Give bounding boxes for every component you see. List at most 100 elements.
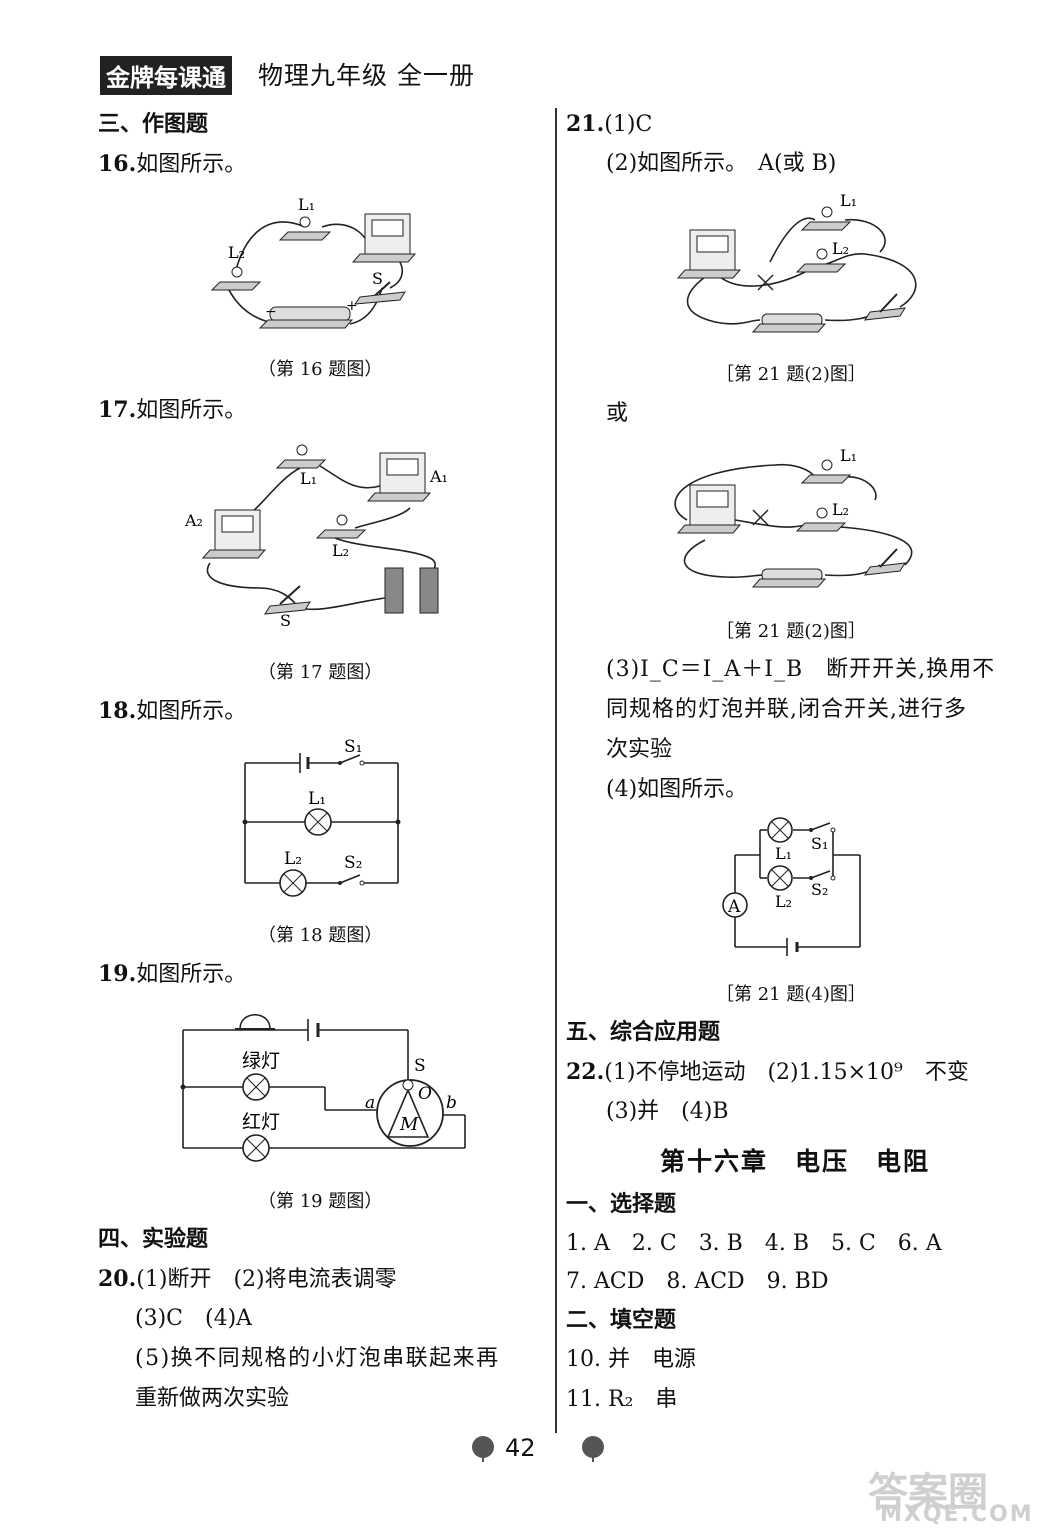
label-l1: L₁ [308,789,326,809]
l2-bulb-icon [816,507,828,519]
chapter-title: 第十六章 电压 电阻 [660,1147,931,1176]
cell-1-icon [384,567,404,614]
l2-bulb-icon [816,248,828,260]
battery-icon [269,306,351,322]
q22-line1: 22.(1)不停地运动 (2)1.15×10⁹ 不变 [566,1058,969,1087]
caption-17: （第 17 题图） [258,662,383,683]
caption-21-4: ［第 21 题(4)图］ [716,984,866,1005]
switch-s2-icon [338,874,365,886]
label-l1: L₁ [775,844,792,863]
switch-s2-icon [809,870,836,881]
switch-icon [279,585,301,605]
q16-line: 16.如图所示。 [98,150,246,179]
series-badge: 金牌每课通 [100,56,232,95]
q18-text: 如图所示。 [136,699,247,724]
relay-motor-icon [376,1079,444,1147]
watermark-logo: 答案圈 [868,1470,988,1516]
label-m: M [399,1114,419,1135]
label-a1: A₁ [429,467,448,486]
q20-line3: (5)换不同规格的小灯泡串联起来再 [135,1346,500,1371]
label-l1: L₁ [298,195,315,214]
label-o: O [418,1084,432,1104]
label-s: S [372,269,383,288]
q16-number: 16. [98,151,137,177]
label-a: a [365,1093,375,1113]
q20-line4: 重新做两次实验 [135,1386,290,1411]
l1-base [278,231,332,241]
svg-text:−: − [265,304,277,320]
switch-s1-icon [809,822,836,833]
choice-answers-2: 7. ACD 8. ACD 9. BD [566,1269,829,1294]
l2-base [795,522,847,532]
figure-16: L₁ L₂ S − + [210,195,417,329]
label-s1: S₁ [811,834,828,853]
section-heading-experiment: 四、实验题 [98,1226,209,1252]
svg-text:+: + [346,298,358,314]
caption-21-2b: ［第 21 题(2)图］ [716,621,866,642]
l1-bulb-icon [296,444,308,456]
section-heading-application: 五、综合应用题 [566,1019,721,1045]
caption-18: （第 18 题图） [258,925,383,946]
label-l2: L₂ [228,243,245,262]
choice-answers-1: 1. A 2. C 3. B 4. B 5. C 6. A [566,1231,942,1256]
l2-base [795,263,847,273]
figure-21-2b: L₁ L₂ [674,446,913,588]
figure-19: 绿灯 红灯 S O a b M [180,1014,466,1162]
battery-icon [786,938,799,956]
figure-17: L₁ A₁ A₂ L₂ S [184,444,448,630]
label-red-lamp: 红灯 [242,1111,280,1133]
q21-text1: (1)C [604,112,653,137]
section-heading-drawing: 三、作图题 [98,111,209,137]
q20-line2: (3)C (4)A [135,1306,253,1331]
column-divider [555,108,557,1433]
caption-19: （第 19 题图） [258,1191,383,1212]
l1-base [800,474,852,484]
l2-bulb-icon [231,266,243,278]
label-l2: L₂ [775,892,792,911]
cell-2-icon [419,567,439,614]
label-l2: L₂ [832,500,849,519]
l1-base [800,221,852,231]
label-b: b [446,1093,457,1113]
label-l2: L₂ [284,849,302,869]
label-l2: L₂ [332,541,349,560]
l1-bulb-icon [821,459,833,471]
switch-icon [879,293,898,313]
q19-number: 19. [98,961,137,987]
green-lamp-icon [242,1073,270,1101]
caption-16: （第 16 题图） [258,359,383,380]
section-heading-fill: 二、填空题 [566,1307,677,1333]
figure-18: S₁ L₁ L₂ S₂ [242,737,401,897]
l1-bulb-icon [821,206,833,218]
q21-line6: (4)如图所示。 [606,777,748,802]
figure-21-4: A L₁ L₂ S₁ S₂ [722,817,861,956]
q11-answer: 11. R₂ 串 [566,1387,678,1412]
lamp-l1-icon [767,817,793,843]
label-s2: S₂ [811,880,828,899]
lamp-l1-icon [304,808,332,836]
q18-number: 18. [98,698,137,724]
q17-text: 如图所示。 [136,398,247,423]
label-s1: S₁ [344,737,362,757]
q21-line4: 同规格的灯泡并联,闭合开关,进行多 [606,697,967,722]
q21-line1: 21.(1)C [566,110,652,139]
l1-base [275,459,327,469]
caption-21-2a: ［第 21 题(2)图］ [716,364,866,385]
label-l1: L₁ [840,191,857,210]
ammeter-a-icon [722,892,748,918]
label-s2: S₂ [344,853,362,873]
label-a2: A₂ [184,511,203,530]
label-l1: L₁ [300,469,317,488]
q21-number: 21. [566,111,605,137]
switch-s1-icon [338,754,365,766]
switch-icon [879,548,898,568]
q22-text1: (1)不停地运动 (2)1.15×10⁹ 不变 [604,1060,969,1085]
red-lamp-icon [242,1134,270,1162]
l2-base [210,281,262,291]
battery-icon [307,1019,320,1041]
l1-bulb-icon [299,216,311,228]
label-green-lamp: 绿灯 [242,1050,280,1072]
q21-or: 或 [606,401,629,426]
book-title: 物理九年级 全一册 [258,61,475,90]
label-a: A [727,897,741,917]
